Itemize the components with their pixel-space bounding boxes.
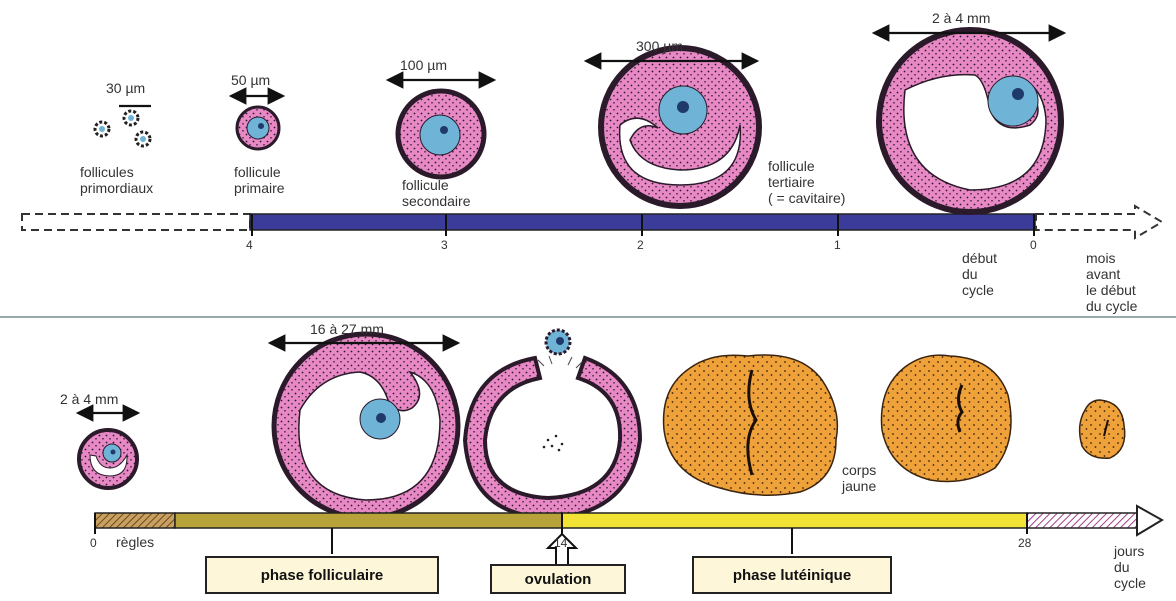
secondary-follicle	[398, 91, 484, 177]
size-label-2-4mm-bottom: 2 à 4 mm	[60, 391, 118, 407]
label-corpus-luteum: corps jaune	[842, 462, 876, 494]
phase-luteal-box: phase lutéinique	[692, 556, 892, 594]
corpus-luteum-large	[664, 355, 838, 495]
dashed-arrow-left	[22, 214, 250, 230]
size-label-300um: 300 µm	[636, 38, 683, 54]
size-label-100um: 100 µm	[400, 57, 447, 73]
label-days-unit: jours du cycle	[1114, 543, 1146, 591]
label-cycle-start: début du cycle	[962, 250, 997, 298]
tick-1: 1	[834, 237, 841, 253]
ruptured-follicle	[465, 330, 640, 518]
day-tick-0: 0	[90, 535, 97, 551]
size-label-16-27mm: 16 à 27 mm	[310, 321, 384, 337]
primordial-follicles	[95, 111, 150, 146]
label-menses: règles	[116, 534, 154, 550]
size-label-30um: 30 µm	[106, 80, 145, 96]
label-tertiary: follicule tertiaire ( = cavitaire)	[768, 158, 845, 206]
label-secondary: follicule secondaire	[402, 177, 471, 209]
day-tick-14: 14	[554, 535, 567, 551]
size-label-50um: 50 µm	[231, 72, 270, 88]
tick-2: 2	[637, 237, 644, 253]
label-primary: follicule primaire	[234, 164, 285, 196]
corpus-luteum-medium	[881, 355, 1011, 481]
follicle-2-4mm-bottom	[79, 430, 137, 488]
next-cycle-segment	[1027, 513, 1137, 528]
luteal-segment	[562, 513, 1027, 528]
tick-0: 0	[1030, 237, 1037, 253]
size-label-2-4mm-top: 2 à 4 mm	[932, 10, 990, 26]
label-primordial: follicules primordiaux	[80, 164, 153, 196]
days-arrowhead	[1137, 506, 1162, 535]
tertiary-follicle-300um	[601, 48, 759, 206]
tertiary-follicle-2-4mm	[879, 30, 1061, 212]
corpus-luteum-small	[1080, 400, 1125, 458]
mature-follicle	[274, 334, 458, 518]
primary-follicle	[237, 107, 279, 149]
tick-4: 4	[246, 237, 253, 253]
menses-segment	[95, 513, 175, 528]
tick-3: 3	[441, 237, 448, 253]
dashed-arrow-right	[1036, 206, 1162, 238]
ovulation-box: ovulation	[490, 564, 626, 594]
label-months-unit: mois avant le début du cycle	[1086, 250, 1137, 314]
day-tick-28: 28	[1018, 535, 1031, 551]
phase-follicular-box: phase folliculaire	[205, 556, 439, 594]
follicular-segment	[175, 513, 562, 528]
